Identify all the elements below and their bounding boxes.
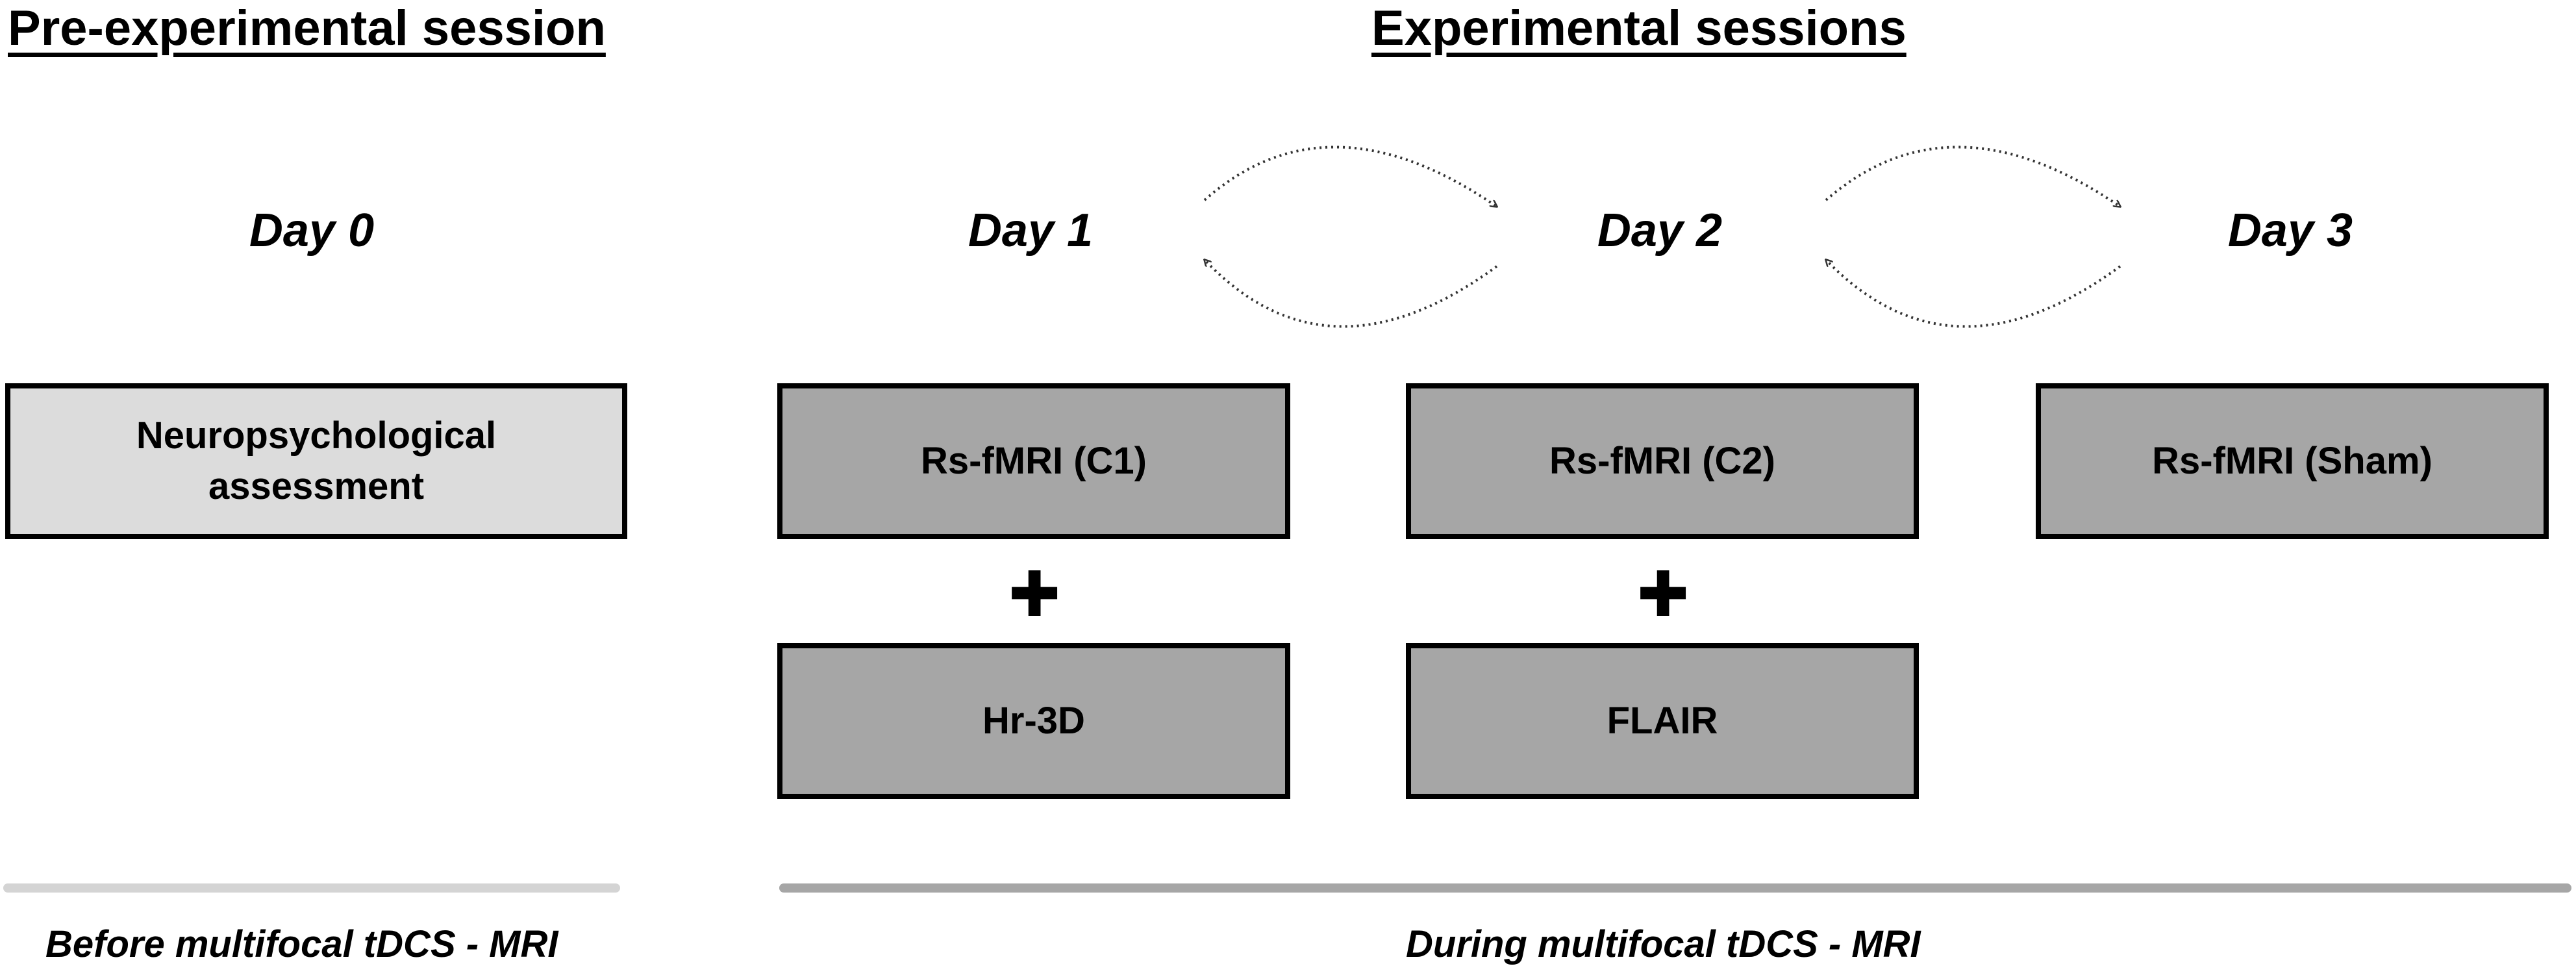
plus-icon: ✚: [1008, 560, 1061, 629]
neuropsychological-assessment-label: Neuropsychological assessment: [136, 414, 497, 507]
arrow-day2-to-day3: [1825, 146, 2120, 207]
during-timeline-bar: [779, 883, 2571, 893]
flair-box: FLAIR: [1406, 643, 1919, 799]
day-3-label: Day 3: [2227, 205, 2353, 257]
before-footer-label: Before multifocal tDCS - MRI: [45, 923, 558, 965]
arrow-day3-to-day2: [1826, 260, 2121, 328]
arrow-day1-to-day2: [1203, 146, 1497, 207]
hr-3d-box: Hr-3D: [777, 643, 1290, 799]
experimental-sessions-heading: Experimental sessions: [1371, 1, 1907, 56]
hr-3d-label: Hr-3D: [982, 699, 1085, 742]
day-0-label: Day 0: [249, 205, 375, 257]
neuropsychological-assessment-box: Neuropsychological assessment: [5, 383, 627, 539]
rs-fmri-sham-label: Rs-fMRI (Sham): [2152, 439, 2432, 482]
rs-fmri-c2-label: Rs-fMRI (C2): [1549, 439, 1775, 482]
before-timeline-bar: [3, 883, 620, 893]
day-2-label: Day 2: [1597, 205, 1723, 257]
arrow-day2-to-day1: [1205, 260, 1498, 328]
during-footer-label: During multifocal tDCS - MRI: [1406, 923, 1921, 965]
flair-label: FLAIR: [1607, 699, 1718, 742]
rs-fmri-c2-box: Rs-fMRI (C2): [1406, 383, 1919, 539]
plus-icon: ✚: [1637, 560, 1690, 629]
day-1-label: Day 1: [968, 205, 1094, 257]
rs-fmri-c1-label: Rs-fMRI (C1): [921, 439, 1147, 482]
rs-fmri-c1-box: Rs-fMRI (C1): [777, 383, 1290, 539]
rs-fmri-sham-box: Rs-fMRI (Sham): [2036, 383, 2549, 539]
pre-experimental-heading: Pre-experimental session: [8, 1, 606, 56]
